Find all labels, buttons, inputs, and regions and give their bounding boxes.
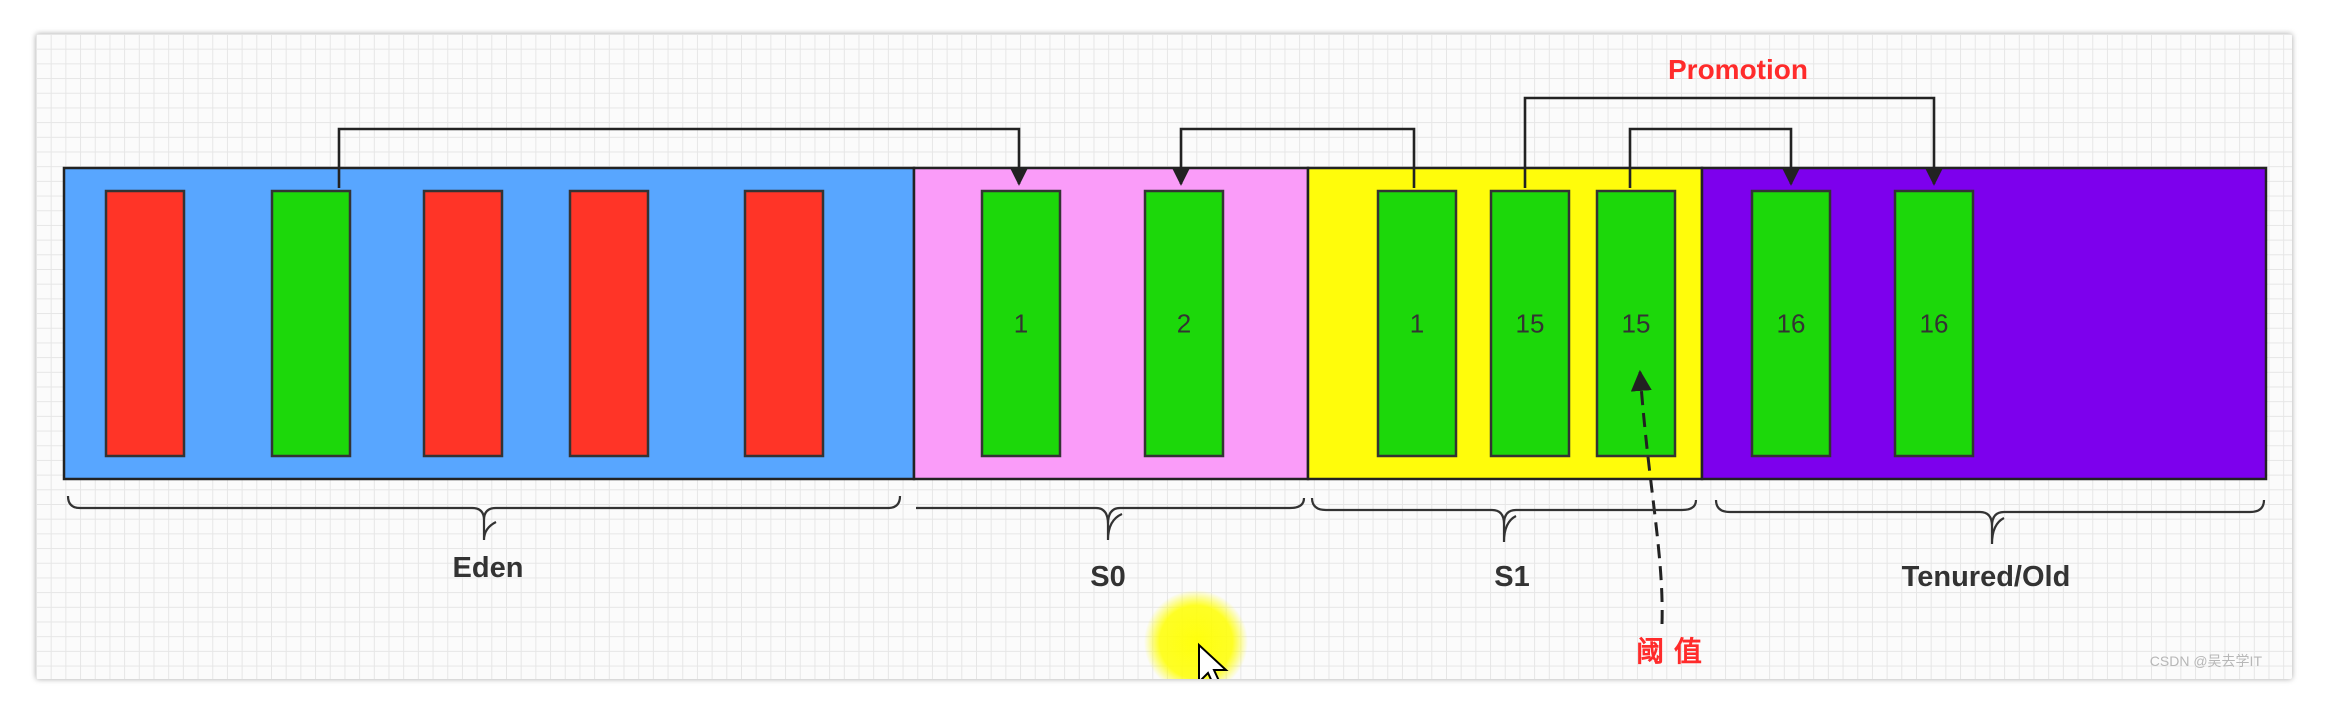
live-object-block bbox=[1893, 189, 1975, 458]
diagram-canvas: 1 2 1 15 15 16 16 Eden S0 S1 Tenured/Old Promo… bbox=[36, 34, 2292, 679]
live-object-block bbox=[1376, 189, 1458, 458]
live-object-block bbox=[1489, 189, 1571, 458]
promotion-arrow-inner bbox=[1628, 127, 1801, 188]
objects-layer: 1 2 1 15 15 16 16 bbox=[104, 189, 1975, 458]
s0-label: S0 bbox=[1090, 561, 1125, 593]
tenured-label: Tenured/Old bbox=[1902, 561, 2071, 593]
threshold-label: 阈 值 bbox=[1636, 635, 1702, 668]
connector-arrows bbox=[337, 96, 1944, 188]
s1-label: S1 bbox=[1494, 561, 1529, 593]
watermark: CSDN @吴去学IT bbox=[2149, 653, 2262, 669]
eden-brace bbox=[66, 495, 902, 541]
region-labels: Eden S0 S1 Tenured/Old bbox=[453, 552, 2071, 593]
object-age-label: 16 bbox=[1777, 309, 1806, 339]
gc-generations-diagram: 1 2 1 15 15 16 16 Eden S0 S1 Tenured/Old Promo… bbox=[62, 54, 2268, 679]
object-age-label: 1 bbox=[1014, 309, 1028, 339]
threshold-dashed-arrow bbox=[1630, 369, 1664, 625]
cursor-highlight bbox=[1144, 590, 1248, 679]
s0-region bbox=[912, 166, 1310, 481]
live-object-block bbox=[1595, 189, 1677, 458]
eden-label: Eden bbox=[453, 552, 524, 584]
live-object-block bbox=[980, 189, 1062, 458]
object-age-label: 16 bbox=[1920, 309, 1949, 339]
dead-object-block bbox=[104, 189, 186, 458]
live-object-block bbox=[1750, 189, 1832, 458]
mouse-pointer-icon bbox=[1198, 642, 1229, 679]
s1-to-s0-arrow bbox=[1171, 127, 1416, 188]
object-age-label: 15 bbox=[1516, 309, 1545, 339]
dead-object-block bbox=[743, 189, 825, 458]
object-age-label: 1 bbox=[1410, 309, 1424, 339]
live-object-block bbox=[270, 189, 352, 458]
s0-brace bbox=[916, 497, 1306, 541]
promotion-arrow-outer bbox=[1523, 96, 1944, 188]
region-braces bbox=[66, 495, 2266, 545]
tenured-brace bbox=[1714, 499, 2266, 545]
s1-brace bbox=[1310, 497, 1698, 543]
object-age-label: 2 bbox=[1177, 309, 1191, 339]
eden-to-s0-arrow bbox=[337, 127, 1029, 188]
live-object-block bbox=[1143, 189, 1225, 458]
dead-object-block bbox=[422, 189, 504, 458]
promotion-label: Promotion bbox=[1668, 54, 1808, 85]
dead-object-block bbox=[568, 189, 650, 458]
object-age-label: 15 bbox=[1622, 309, 1651, 339]
